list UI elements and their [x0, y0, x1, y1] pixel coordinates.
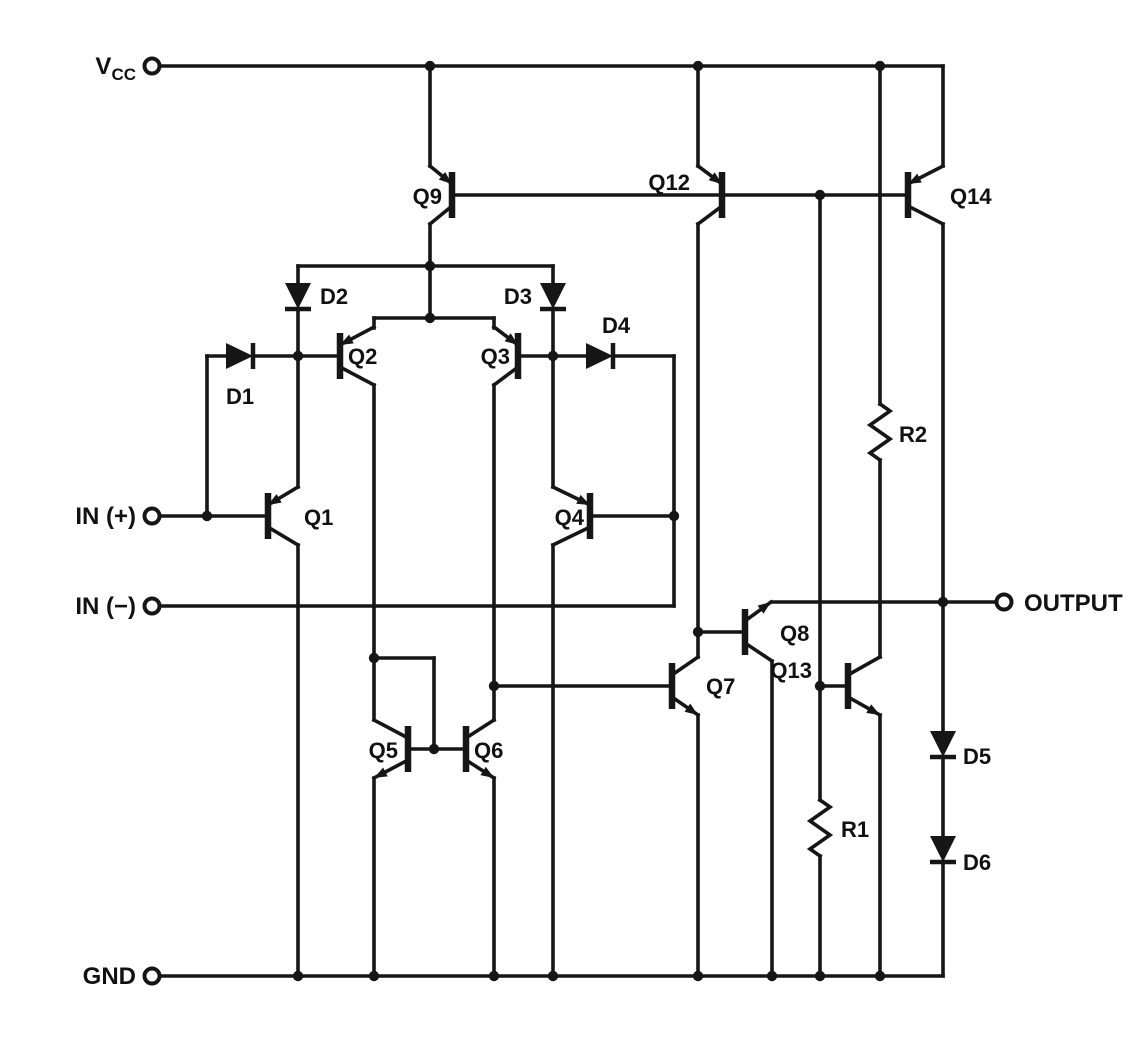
diode-d3: [540, 283, 566, 312]
q4-label: Q4: [555, 505, 585, 530]
transistor-q3: [491, 324, 555, 388]
vcc-terminal: [142, 56, 162, 76]
transistor-q6: [462, 717, 497, 781]
d4-label: D4: [602, 313, 631, 338]
junction-dots: [201, 60, 949, 982]
output-terminal: [994, 592, 1014, 612]
r1-label: R1: [841, 817, 869, 842]
d2-label: D2: [320, 284, 348, 309]
q12-label: Q12: [648, 170, 690, 195]
d3-label: D3: [504, 284, 532, 309]
diode-d4: [586, 343, 616, 369]
gnd-terminal: [142, 966, 162, 986]
d5-label: D5: [963, 744, 991, 769]
diode-d1: [226, 343, 256, 369]
d1-label: D1: [226, 384, 254, 409]
in-plus-label: IN (+): [75, 503, 136, 530]
q2-label: Q2: [348, 344, 377, 369]
transistor-q1: [158, 484, 301, 548]
transistor-q12: [695, 163, 726, 227]
d6-label: D6: [963, 850, 991, 875]
transistor-q13: [818, 654, 883, 718]
vcc-label: VCC: [95, 53, 136, 84]
resistor-r2: [866, 401, 894, 463]
output-label: OUTPUT: [1024, 590, 1123, 617]
wires: [158, 64, 998, 978]
q1-label: Q1: [304, 505, 333, 530]
in-minus-terminal: [142, 596, 162, 616]
q8-label: Q8: [780, 621, 809, 646]
q14-label: Q14: [950, 184, 992, 209]
diode-d6: [930, 836, 956, 865]
in-plus-terminal: [142, 506, 162, 526]
diode-d5: [930, 731, 956, 760]
q13-label: Q13: [770, 658, 812, 683]
transistor-q7: [492, 654, 701, 718]
transistor-q4: [550, 484, 676, 548]
transistor-q14: [904, 163, 946, 227]
resistor-r1: [806, 797, 834, 859]
r2-label: R2: [899, 422, 927, 447]
terminals: [142, 56, 1014, 986]
q7-label: Q7: [706, 674, 735, 699]
q3-label: Q3: [481, 344, 510, 369]
in-minus-label: IN (−): [75, 593, 136, 620]
q5-label: Q5: [369, 738, 398, 763]
q9-label: Q9: [413, 184, 442, 209]
transistor-q2: [296, 324, 377, 388]
diode-d2: [285, 283, 311, 312]
gnd-label: GND: [83, 963, 136, 990]
transistor-q8: [696, 599, 775, 664]
q6-label: Q6: [474, 738, 503, 763]
transistor-q9: [427, 163, 456, 227]
